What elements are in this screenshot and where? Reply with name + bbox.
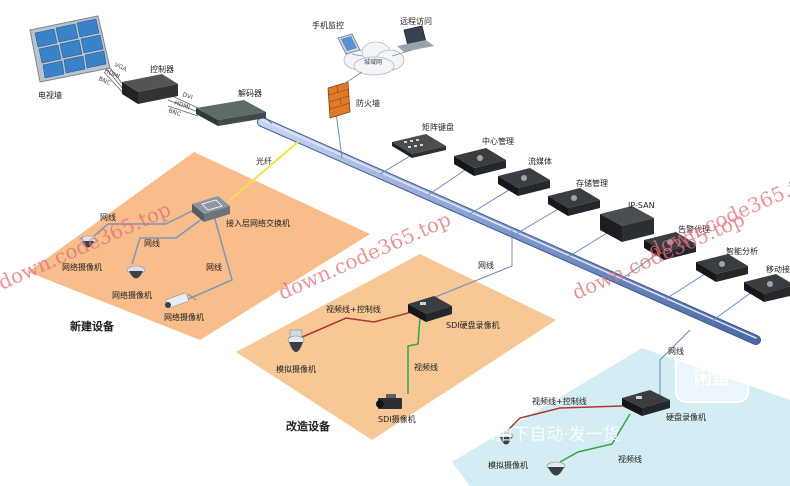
label-center-mgmt: 中心管理 [482, 136, 514, 146]
label-mobile-monitor: 手机监控 [312, 20, 344, 30]
xianyu-logo: 闲鱼 [675, 351, 749, 403]
label-mobile-access: 移动接入 [766, 264, 790, 274]
tv-wall [29, 15, 111, 83]
label-sdi-dvr: SDI硬盘录像机 [446, 320, 500, 330]
label-video-b: 视频线 [618, 454, 642, 464]
new-zone-wiring [93, 207, 233, 301]
label-sdi-cam: SDI摄像机 [378, 414, 416, 424]
access-switch [192, 196, 230, 222]
dvr-net [659, 329, 691, 396]
label-remote-access: 远程访问 [400, 16, 432, 26]
zone-retrofit [236, 254, 556, 440]
label-storage-mgmt: 存储管理 [576, 178, 608, 188]
label-smart-analysis: 智能分析 [726, 246, 758, 256]
label-ipcam-a: 网络摄像机 [62, 262, 102, 272]
label-net-c: 网线 [206, 262, 222, 272]
sdi-camera [376, 394, 402, 409]
analog-ptz-camera [287, 329, 305, 352]
zone-new [28, 152, 370, 340]
label-switch: 接入层网络交换机 [226, 218, 290, 228]
label-fiber: 光纤 [256, 156, 272, 166]
fiber-line [229, 141, 299, 201]
logo-text: 闲鱼 [694, 367, 730, 389]
label-zone-new: 新建设备 [70, 319, 115, 333]
label-controller: 控制器 [150, 64, 174, 74]
label-streaming: 流媒体 [528, 156, 552, 166]
label-ipcam-c: 网络摄像机 [164, 312, 204, 322]
smart-analysis-device [696, 254, 748, 282]
label-video-a: 视频线 [414, 362, 438, 372]
controller-box [122, 74, 178, 104]
label-ipcam-b: 网络摄像机 [112, 290, 152, 300]
decoder-box [196, 100, 266, 126]
green-line-a [407, 317, 421, 394]
analog-camera-c [546, 461, 566, 476]
label-wan: 城域网 [364, 58, 382, 66]
label-net-d: 网线 [478, 260, 494, 270]
ipcam-bullet [165, 292, 197, 309]
backbone-pipe [257, 117, 761, 345]
alarm-proxy-device [644, 232, 696, 260]
label-net-b: 网线 [144, 238, 160, 248]
ipsan-device [600, 206, 654, 242]
watermark-4: down.code365.top [644, 165, 790, 263]
sdi-dvr-device [408, 296, 452, 322]
ipcam-dome-b [126, 265, 146, 279]
firewall-icon [327, 81, 351, 119]
label-net-e: 网线 [668, 346, 684, 356]
label-matrix-keyboard: 矩阵键盘 [422, 122, 454, 132]
red-line-a [299, 311, 413, 339]
laptop-icon [397, 25, 434, 52]
label-decoder: 解码器 [238, 88, 262, 98]
label-ipsan: IP-SAN [628, 201, 655, 210]
label-alarm-proxy: 告警代理 [678, 224, 710, 234]
label-analog-cam-b: 模拟摄像机 [488, 460, 528, 470]
label-dvr: 硬盘录像机 [666, 412, 706, 422]
label-analog-cam-a: 模拟摄像机 [276, 364, 316, 374]
cloud-icon [343, 41, 405, 76]
sdi-dvr-net [427, 230, 513, 301]
label-zone-retrofit: 改造设备 [286, 419, 331, 433]
label-tv-wall: 电视墙 [38, 90, 62, 100]
label-video-ctrl-b: 视频线+控制线 [532, 396, 587, 406]
green-line-b [559, 413, 631, 463]
matrix-keyboard-device [392, 134, 446, 158]
label-bnc-a: BNC [97, 75, 112, 87]
red-line-b [507, 405, 623, 431]
label-dvi: DVI [181, 91, 193, 101]
streaming-device [498, 168, 550, 196]
label-video-ctrl-a: 视频线+控制线 [326, 304, 381, 314]
watermark-source: 闲鱼号@.拍下自动·发一货 [422, 425, 620, 445]
phone-icon [337, 33, 361, 55]
ipcam-dome-a [79, 235, 97, 248]
label-firewall: 防火墙 [356, 98, 380, 108]
mobile-access-device [744, 274, 790, 302]
storage-mgmt-device [548, 188, 600, 216]
analog-camera-b [498, 432, 514, 445]
center-mgmt-device [454, 148, 506, 176]
label-net-a: 网线 [100, 212, 116, 222]
label-bnc-b: BNC [167, 107, 181, 118]
dvr-device [622, 390, 670, 416]
